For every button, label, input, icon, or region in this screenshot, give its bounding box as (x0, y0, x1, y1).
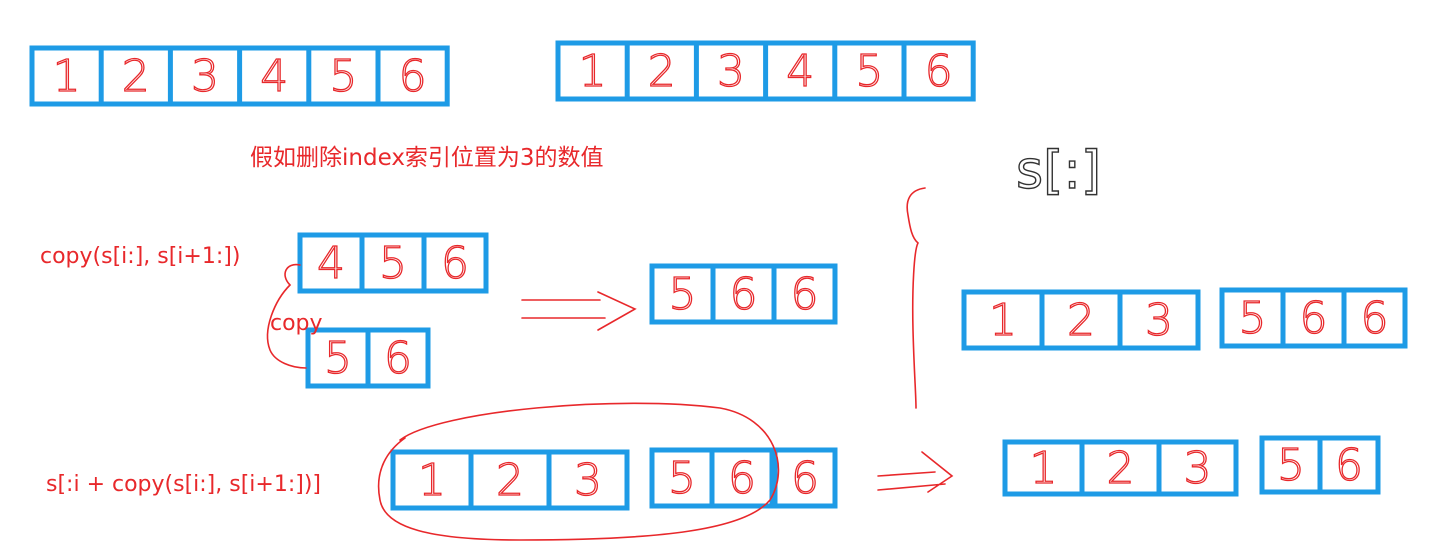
cell-value: 1 (579, 46, 607, 97)
annotations-layer (266, 187, 954, 541)
cell-value: 3 (1145, 295, 1173, 346)
cell-value: 6 (1300, 293, 1328, 344)
array-outline (390, 449, 630, 511)
arrow-slice-result (877, 451, 954, 493)
cell-value: 5 (855, 46, 883, 97)
copy-bracket (266, 263, 307, 369)
array-outline (649, 263, 838, 325)
cell-value: 6 (728, 453, 756, 504)
cell-value: 5 (379, 238, 407, 289)
cell-value: 4 (786, 46, 814, 97)
cell-value: 5 (1239, 293, 1267, 344)
curly-brace (906, 187, 926, 409)
cell-value: 6 (730, 269, 758, 320)
s-colon-handwriting: s[:] (1016, 141, 1101, 201)
slice-tail-array: 6 (772, 447, 838, 509)
cell-value: 6 (925, 46, 953, 97)
cell-value: 3 (717, 46, 745, 97)
cell-value: 4 (317, 238, 345, 289)
cell-value: 6 (791, 269, 819, 320)
cell-value: 2 (1107, 443, 1135, 494)
cell-value: 5 (1277, 440, 1305, 491)
cell-value: 6 (441, 238, 469, 289)
cell-value: 5 (329, 51, 357, 102)
cell-value: 6 (399, 51, 427, 102)
cell-value: 6 (1361, 293, 1389, 344)
cell-value: 6 (1335, 440, 1363, 491)
cell-value: 5 (669, 269, 697, 320)
cell-value: 2 (648, 46, 676, 97)
copy-call-text: copy(s[i:], s[i+1:]) (40, 244, 241, 269)
cell-value: 2 (122, 51, 150, 102)
cell-value: 4 (260, 51, 288, 102)
slice-circle (377, 402, 780, 541)
array-outline (1219, 287, 1408, 349)
cell-value: 3 (191, 51, 219, 102)
array-outline (1002, 439, 1239, 497)
cell-value: 2 (1067, 295, 1095, 346)
slice-expr-text: s[:i + copy(s[i:], s[i+1:])] (46, 472, 321, 497)
cell-value: 1 (989, 295, 1017, 346)
cell-value: 5 (324, 333, 352, 384)
cell-value: 1 (1030, 443, 1058, 494)
array-outline (772, 447, 838, 509)
cell-value: 6 (791, 453, 819, 504)
cell-value: 5 (668, 453, 696, 504)
copy-handwriting: copy (270, 311, 323, 336)
array-outline (961, 289, 1201, 351)
heading-text: 假如删除index索引位置为3的数值 (250, 145, 604, 171)
array-outline (297, 232, 489, 294)
cell-value: 3 (574, 455, 602, 506)
cell-value: 1 (53, 51, 81, 102)
cell-value: 2 (496, 455, 524, 506)
cell-value: 1 (418, 455, 446, 506)
cell-value: 6 (384, 333, 412, 384)
cell-value: 3 (1184, 443, 1212, 494)
arrow-copy-result (521, 291, 637, 331)
